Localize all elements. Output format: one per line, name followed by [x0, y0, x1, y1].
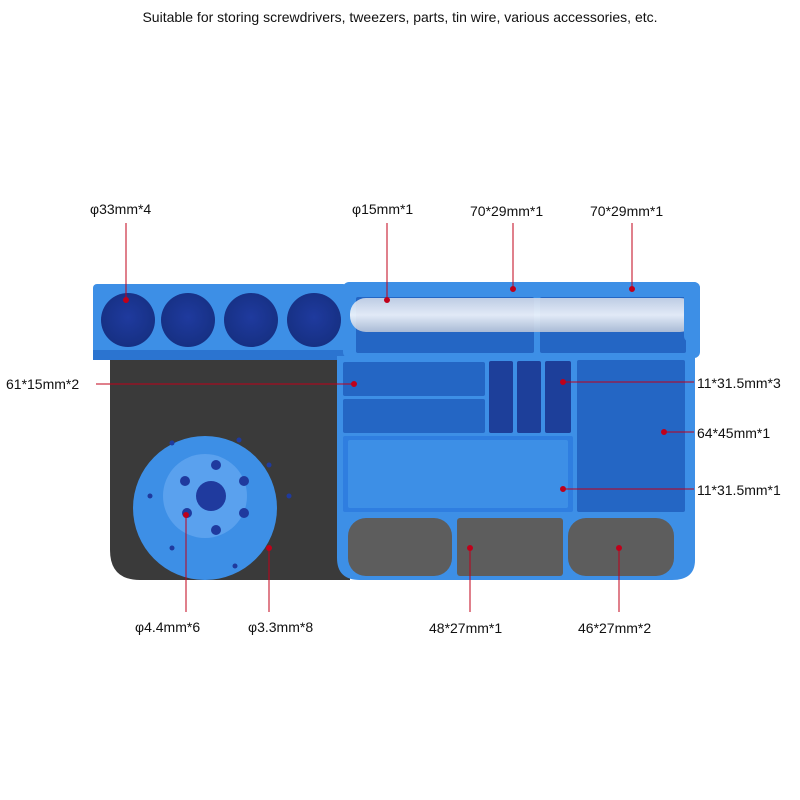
pad-left: [348, 518, 452, 576]
screwdriver-holder: [93, 284, 347, 360]
label-top-slot-a: 70*29mm*1: [470, 203, 544, 219]
label-top-slot-b: 70*29mm*1: [590, 203, 664, 219]
main-tray: [337, 282, 700, 580]
label-pad-right: 46*27mm*2: [578, 620, 652, 636]
pad-middle: [457, 518, 563, 576]
leader-lines: [96, 223, 694, 612]
label-disc-big-holes: φ4.4mm*6: [135, 619, 201, 635]
screwdriver-hole: [101, 293, 155, 347]
screwdriver-hole: [287, 293, 341, 347]
screwdriver-hole: [161, 293, 215, 347]
label-right-large-slot: 64*45mm*1: [697, 425, 771, 441]
label-pad-middle: 48*27mm*1: [429, 620, 503, 636]
label-left-slots: 61*15mm*2: [6, 376, 80, 392]
headline: Suitable for storing screwdrivers, tweez…: [142, 9, 658, 25]
screwdriver-hole: [224, 293, 278, 347]
label-narrow-slots: 11*31.5mm*3: [697, 375, 781, 391]
label-disc-small-holes: φ3.3mm*8: [248, 619, 314, 635]
label-tin-wire-slot: φ15mm*1: [352, 201, 414, 217]
label-large-bottom-slot: 11*31.5mm*1: [697, 482, 781, 498]
label-screwdriver-holes: φ33mm*4: [90, 201, 152, 217]
tin-wire-tube: [350, 298, 696, 332]
